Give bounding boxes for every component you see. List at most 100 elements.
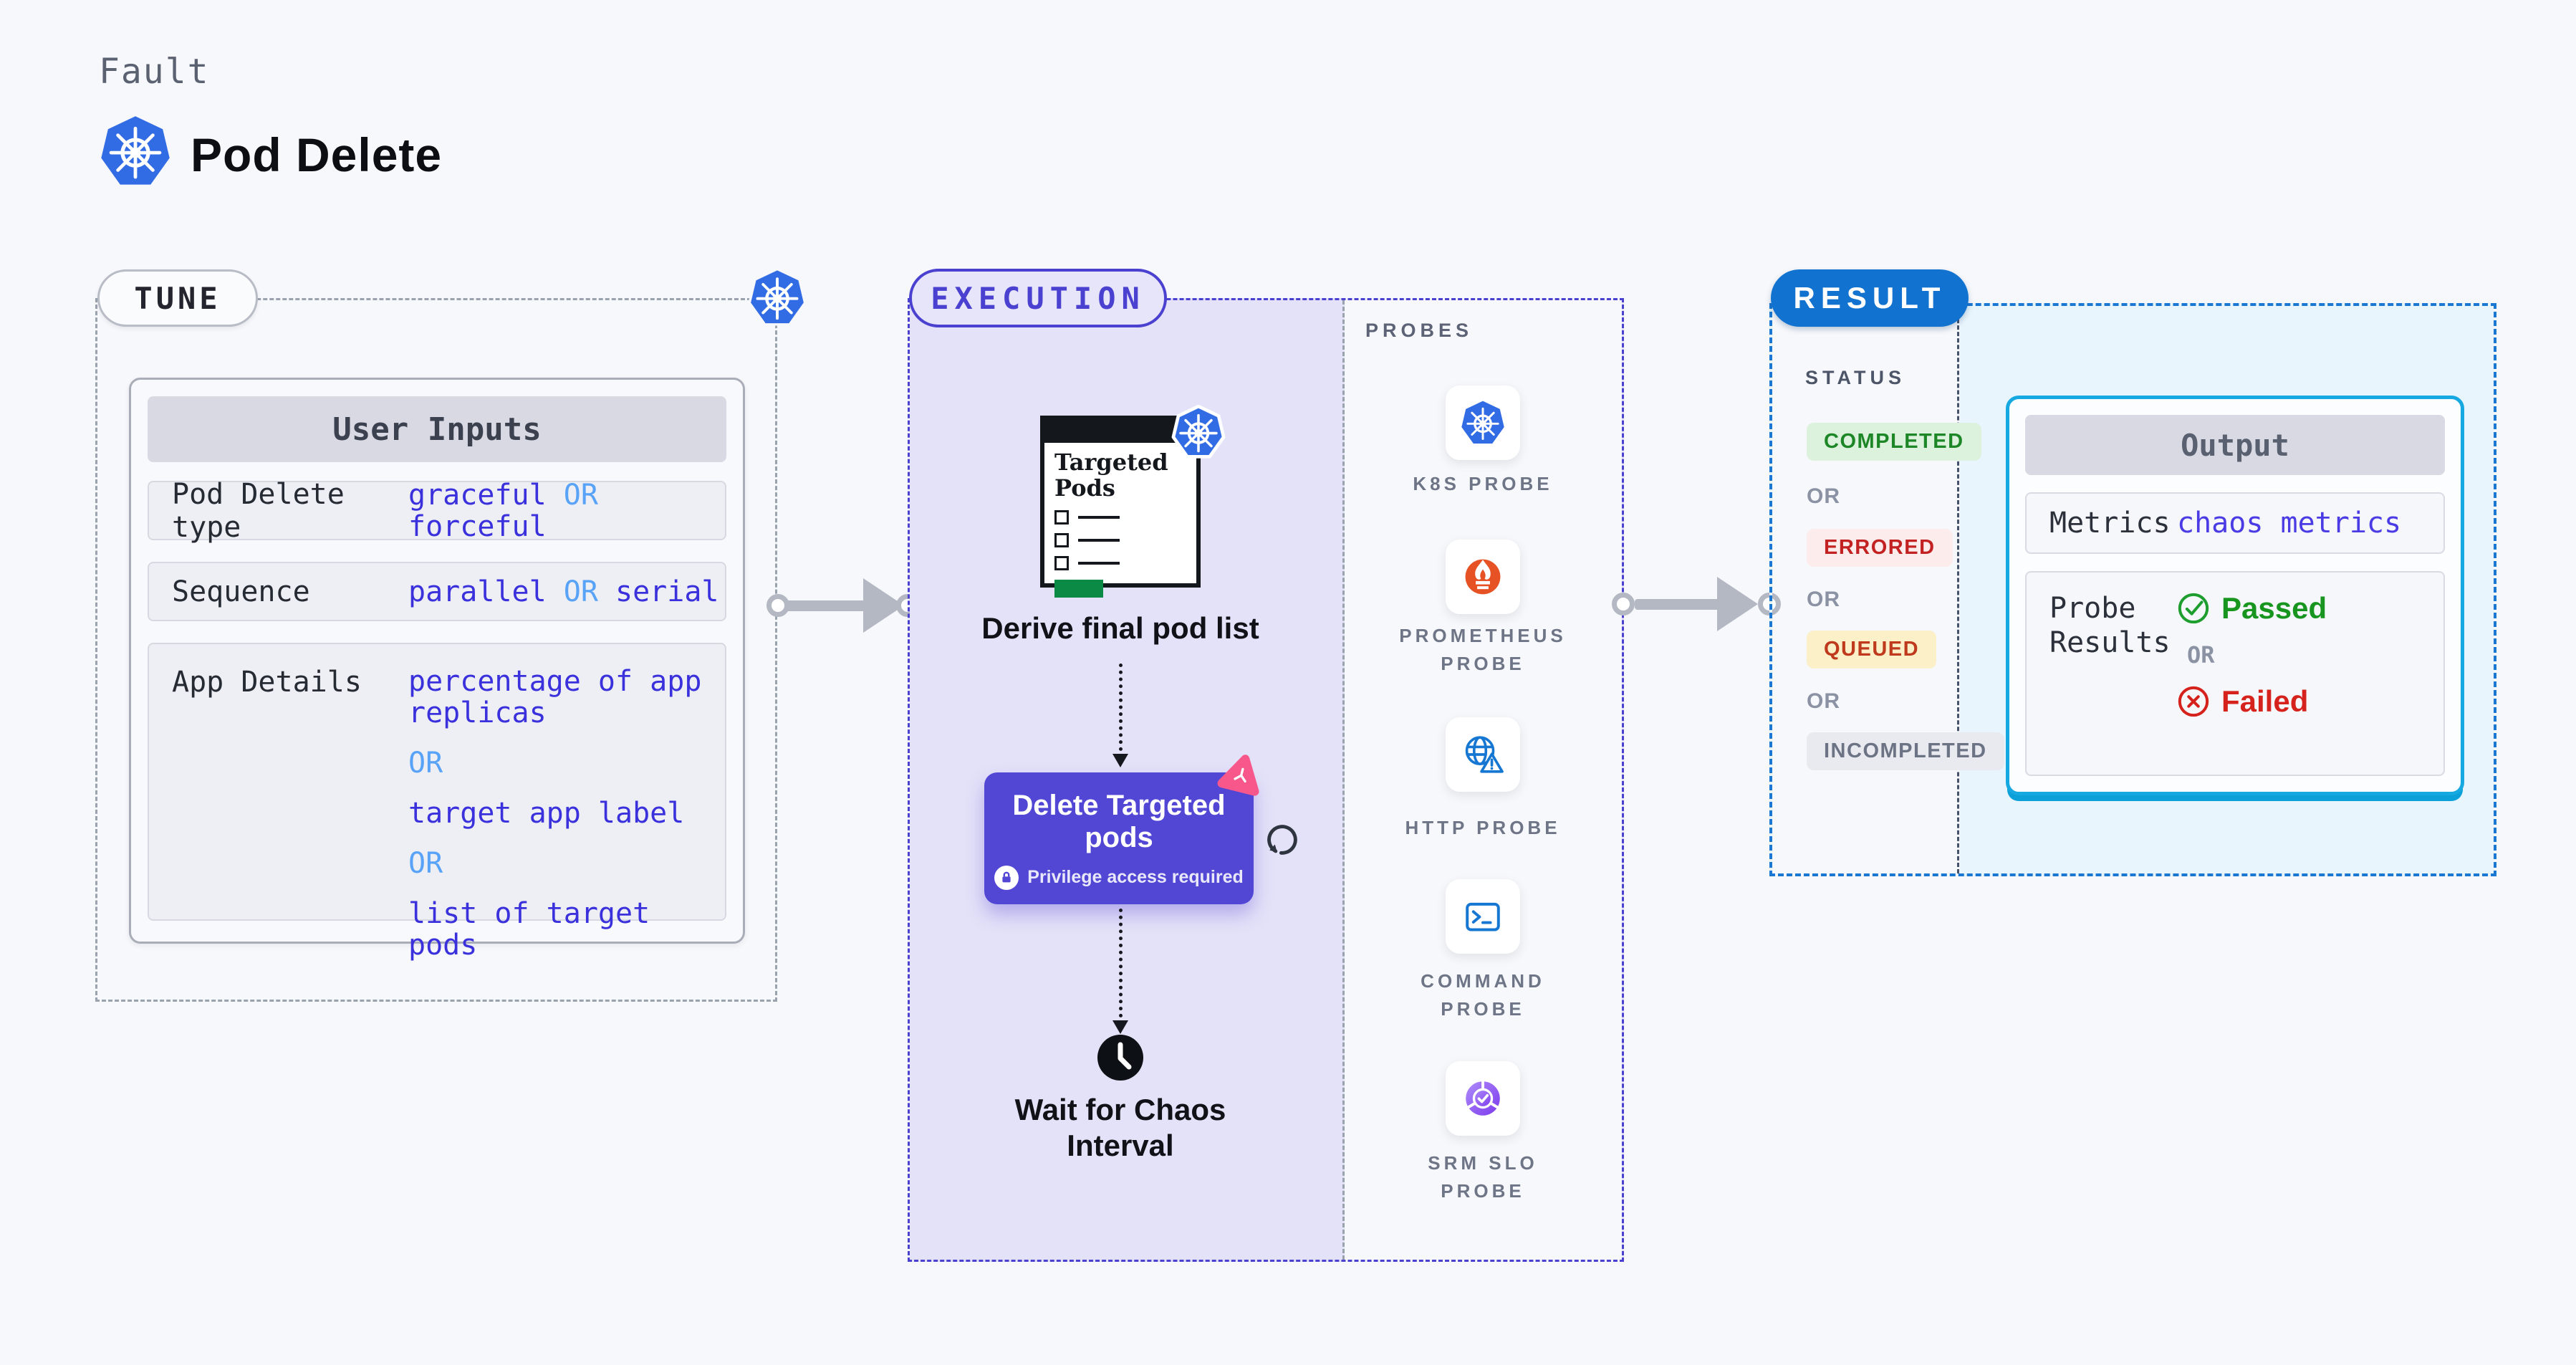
or-separator: OR [1807, 588, 1840, 611]
http-probe-tile [1446, 717, 1520, 792]
kubernetes-icon [1461, 401, 1504, 444]
checkbox-icon [1054, 532, 1069, 547]
value-option: target app label [408, 797, 685, 830]
step-wait-chaos-interval: Wait for Chaos Interval [1014, 1093, 1226, 1162]
output-row-probe-results: Probe Results Passed OR Failed [2025, 571, 2445, 776]
output-label: Metrics [2049, 507, 2171, 540]
flow-arrow-line [778, 600, 865, 611]
probe-results-values: Passed OR Failed [2177, 591, 2327, 775]
checklist-row [1054, 509, 1186, 525]
lock-icon [994, 865, 1019, 890]
retry-loop-icon [1264, 821, 1301, 858]
input-row-app-details: App Details percentage of app replicas O… [148, 643, 726, 961]
fault-eyebrow: Fault [99, 52, 210, 92]
srm-slo-pie-check-icon [1466, 1080, 1500, 1116]
connector-dot [766, 594, 789, 617]
or-separator: OR [1807, 484, 1840, 508]
or-separator: OR [2187, 641, 2215, 669]
execution-probes-divider [1342, 300, 1345, 1260]
output-label: Probe Results [2049, 592, 2171, 659]
input-row-sequence: Sequence parallel OR serial [148, 562, 726, 621]
value-option: percentage of app replicas [408, 665, 702, 729]
status-column-label: STATUS [1805, 367, 1905, 388]
probe-label: COMMAND PROBE [1421, 970, 1545, 1020]
prometheus-icon [1465, 559, 1501, 595]
page-title: Pod Delete [191, 128, 443, 181]
value-option: serial [615, 575, 719, 608]
list-line [1078, 561, 1120, 565]
or-separator: OR [1807, 689, 1840, 713]
output-card: Output Metrics chaos metrics Probe Resul… [2006, 396, 2464, 795]
k8s-probe-tile [1446, 385, 1520, 460]
probe-label: HTTP PROBE [1405, 817, 1561, 838]
input-label: Pod Delete type [172, 477, 345, 544]
probe-label: PROMETHEUS PROBE [1399, 625, 1567, 674]
step-derive-pod-list: Derive final pod list [981, 611, 1259, 645]
failed-x-icon [2178, 686, 2209, 717]
kubernetes-icon [97, 113, 173, 189]
checklist-row [1054, 555, 1186, 570]
kubernetes-icon [1171, 404, 1226, 460]
input-value: parallel OR serial [408, 576, 724, 608]
result-badge: RESULT [1771, 269, 1969, 327]
passed-label: Passed [2221, 591, 2327, 625]
probes-column-label: PROBES [1365, 320, 1474, 341]
tune-badge: TUNE [97, 269, 258, 327]
failed-label: Failed [2221, 684, 2309, 718]
probe-label: K8S PROBE [1413, 473, 1553, 494]
green-progress-block [1054, 579, 1103, 598]
delete-targeted-pods-step: Delete Targeted pods Privilege access re… [984, 772, 1254, 904]
connector-dot [1612, 593, 1635, 616]
srm-slo-probe-tile [1446, 1061, 1520, 1136]
list-line [1078, 538, 1120, 542]
output-title: Output [2025, 415, 2445, 475]
tune-section [95, 298, 777, 1002]
flow-dotted-line [1119, 909, 1123, 1017]
targeted-pods-clipboard: Targeted Pods [1040, 416, 1201, 598]
command-probe-tile [1446, 879, 1520, 954]
value-option: graceful [408, 478, 547, 512]
status-badge-errored: ERRORED [1807, 529, 1953, 567]
output-value: chaos metrics [2177, 507, 2402, 540]
execution-badge-label: EXECUTION [931, 280, 1145, 316]
probe-label: SRM SLO PROBE [1428, 1152, 1538, 1202]
clipboard-title: Targeted Pods [1054, 449, 1168, 502]
clock-icon [1096, 1033, 1145, 1082]
or-separator: OR [563, 575, 598, 608]
user-inputs-title: User Inputs [148, 396, 726, 462]
status-output-divider [1957, 306, 1959, 873]
input-label: Sequence [172, 575, 310, 608]
value-option: parallel [408, 575, 547, 608]
checkbox-icon [1054, 509, 1069, 525]
or-separator: OR [563, 478, 598, 512]
clipboard-top-bar [1044, 420, 1196, 443]
terminal-icon [1466, 902, 1500, 931]
value-option: list of target pods [408, 897, 650, 962]
list-line [1078, 515, 1120, 519]
checklist-row [1054, 532, 1186, 547]
flow-dotted-arrowhead [1112, 754, 1128, 767]
http-globe-warning-icon [1465, 736, 1504, 773]
user-inputs-card: User Inputs Pod Delete type graceful OR … [129, 378, 745, 961]
or-separator: OR [408, 747, 443, 780]
flow-dotted-line [1119, 664, 1123, 751]
status-badge-incompleted: INCOMPLETED [1807, 732, 2004, 770]
privilege-note: Privilege access required [1027, 867, 1244, 888]
flow-dotted-arrowhead [1112, 1020, 1128, 1034]
prometheus-probe-tile [1446, 540, 1520, 614]
delete-step-title: Delete Targeted pods [1012, 790, 1226, 853]
flow-arrow-head [1717, 577, 1758, 631]
input-value: percentage of app replicas OR target app… [408, 665, 724, 961]
value-option: forceful [408, 509, 547, 543]
kubernetes-icon [746, 267, 808, 328]
or-separator: OR [408, 847, 443, 880]
result-badge-label: RESULT [1793, 281, 1946, 315]
flow-arrow-line [1635, 599, 1719, 610]
input-row-pod-delete-type: Pod Delete type graceful OR forceful [148, 478, 726, 544]
status-badge-queued: QUEUED [1807, 631, 1937, 669]
passed-check-icon [2178, 593, 2209, 624]
chaos-icon [1213, 746, 1270, 803]
input-value: graceful OR forceful [408, 479, 724, 542]
execution-badge: EXECUTION [909, 269, 1167, 327]
